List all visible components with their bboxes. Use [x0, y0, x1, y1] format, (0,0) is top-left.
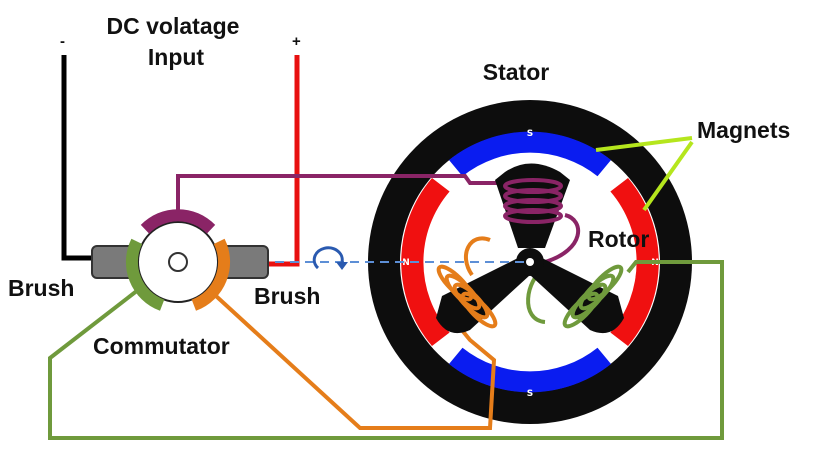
rotor-arm-top — [495, 163, 570, 248]
brush-left-label: Brush — [8, 275, 74, 301]
commutator-segment-right — [191, 238, 231, 311]
plus-sign: + — [292, 33, 301, 50]
magnets: S S N N — [401, 129, 659, 399]
negative-wire — [61, 55, 96, 261]
magnet-top-blue — [449, 131, 611, 177]
purple-rotor-loop — [544, 213, 581, 264]
magnet-right-red — [610, 178, 659, 346]
rotor-arm-right — [530, 258, 624, 334]
orange-wire — [214, 294, 497, 430]
commutator — [125, 209, 231, 311]
commutator-segment-top — [140, 209, 216, 234]
rotation-arrow-icon — [312, 246, 348, 270]
minus-sign: - — [60, 33, 65, 50]
magnets-label: Magnets — [697, 117, 790, 143]
stator-label: Stator — [483, 59, 550, 85]
coil-right — [562, 264, 624, 329]
dc-input-label-line2: Input — [148, 44, 205, 70]
rotor-axle — [526, 258, 534, 266]
magnet-left-red — [401, 178, 450, 346]
dc-input-label-line1: DC volatage — [107, 13, 240, 39]
rotor-label: Rotor — [588, 226, 649, 252]
pole-mark-left: N — [402, 258, 410, 268]
pole-mark-bottom: S — [527, 389, 533, 399]
positive-wire — [268, 55, 300, 267]
coil-top — [503, 178, 563, 224]
pointer-to-right-magnet — [642, 140, 694, 212]
orange-rotor-loop — [464, 236, 491, 277]
purple-wire — [176, 174, 500, 210]
pole-mark-top: S — [527, 129, 533, 139]
green-wire — [48, 260, 724, 440]
coil-wires — [48, 174, 724, 440]
magnet-pointers — [595, 136, 694, 212]
pointer-to-top-magnet — [595, 136, 693, 152]
commutator-label: Commutator — [93, 333, 230, 359]
rotor — [436, 163, 624, 334]
rotor-arm-left — [436, 258, 530, 334]
dc-input-wires: - + — [60, 33, 301, 267]
brush-right-label: Brush — [254, 283, 320, 309]
commutator-segment-left — [125, 238, 165, 311]
coil-left — [436, 264, 498, 329]
commutator-shaft — [168, 252, 188, 272]
magnet-bottom-blue — [449, 347, 611, 393]
